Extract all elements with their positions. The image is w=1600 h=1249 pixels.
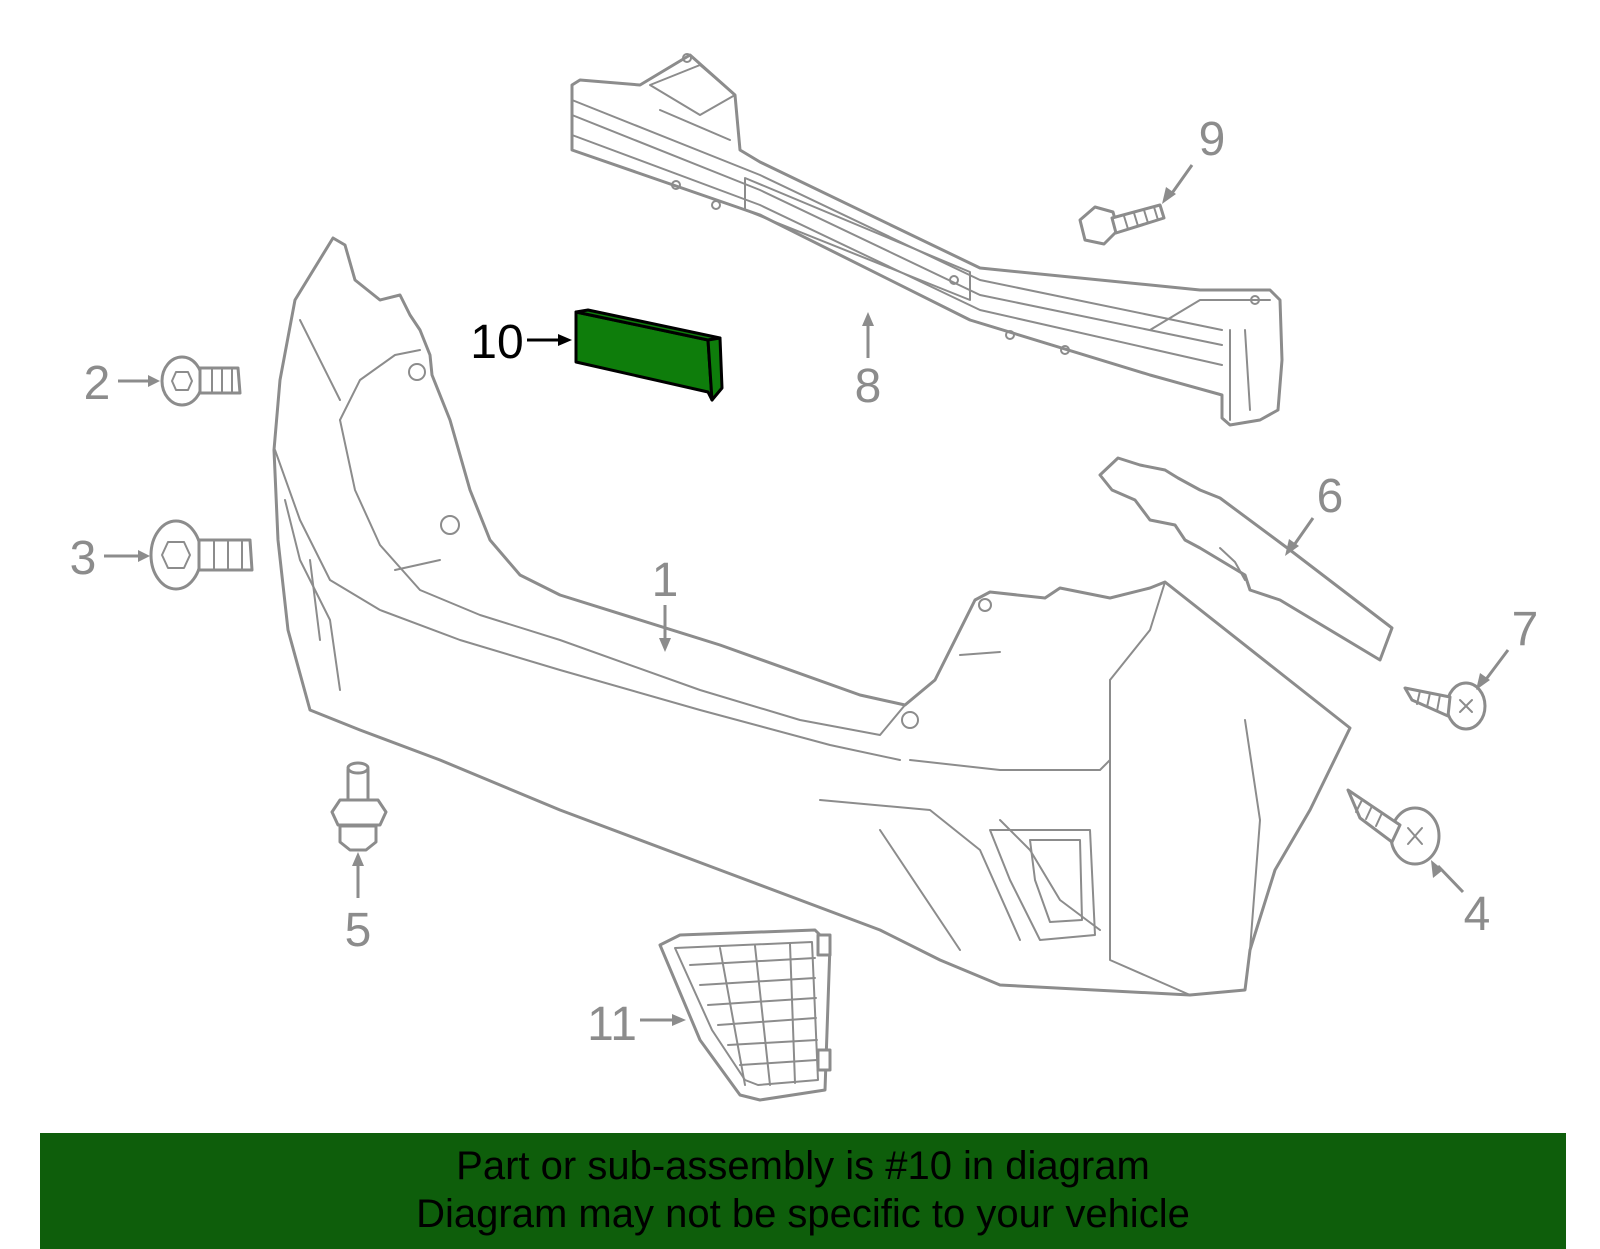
- callout-3: 3: [70, 532, 97, 585]
- callout-1: 1: [652, 554, 679, 607]
- part-9-bolt[interactable]: [1078, 203, 1166, 246]
- callout-5: 5: [345, 904, 372, 957]
- part-5-clip[interactable]: [330, 761, 388, 852]
- callout-6: 6: [1317, 470, 1344, 523]
- callout-11: 11: [587, 998, 637, 1051]
- part-3-bolt[interactable]: [149, 519, 254, 591]
- part-11-grille[interactable]: [658, 928, 832, 1102]
- part-4-screw[interactable]: [1346, 788, 1441, 866]
- info-banner: Part or sub-assembly is #10 in diagram D…: [40, 1133, 1566, 1249]
- part-6-side-bracket[interactable]: [1098, 456, 1394, 662]
- callout-4: 4: [1464, 888, 1491, 941]
- part-10-highlighted-pad[interactable]: [574, 308, 724, 402]
- callout-7: 7: [1512, 603, 1539, 656]
- part-8-reinforcement-beam[interactable]: [570, 53, 1284, 427]
- banner-line-part-number: Part or sub-assembly is #10 in diagram: [456, 1144, 1150, 1188]
- callout-arrows: [104, 164, 1510, 1026]
- callout-9: 9: [1199, 113, 1226, 166]
- part-7-screw[interactable]: [1403, 681, 1487, 731]
- callout-2: 2: [84, 357, 111, 410]
- part-2-bolt[interactable]: [160, 355, 242, 407]
- callout-10: 10: [470, 316, 523, 369]
- callout-8: 8: [855, 360, 882, 413]
- part-1-bumper-cover[interactable]: [272, 236, 1352, 997]
- banner-line-disclaimer: Diagram may not be specific to your vehi…: [416, 1192, 1190, 1236]
